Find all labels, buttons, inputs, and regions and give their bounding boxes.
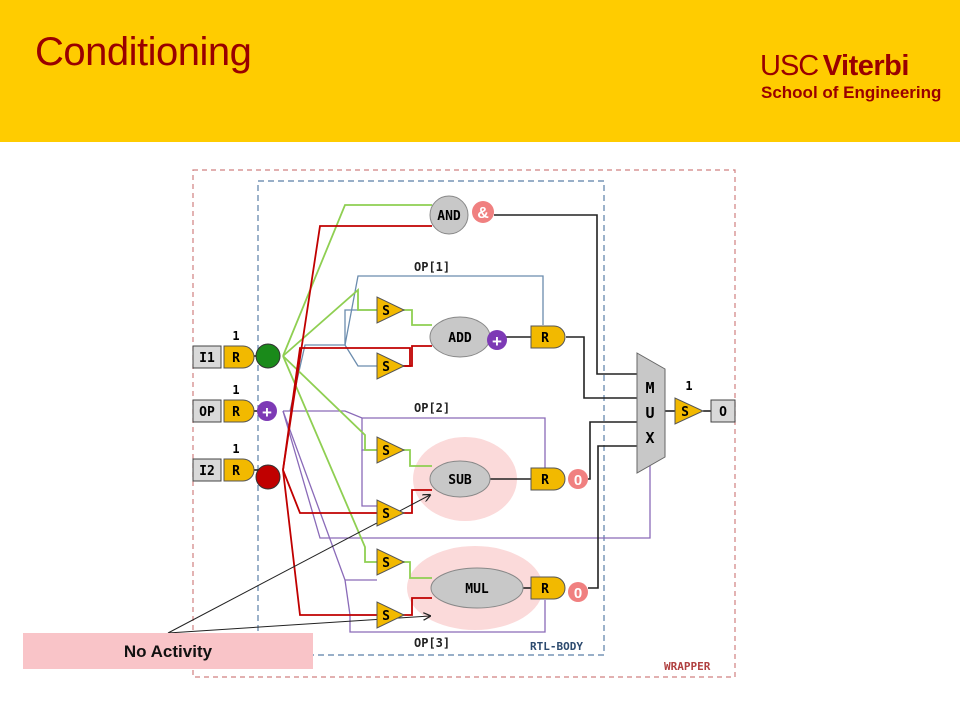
sample-mul-b: S bbox=[376, 601, 406, 629]
count-op: 1 bbox=[232, 383, 239, 397]
op3-label: OP[3] bbox=[414, 636, 450, 650]
svg-text:S: S bbox=[382, 360, 390, 375]
rtl-body-label: RTL-BODY bbox=[530, 640, 583, 653]
input-block-op: OP R 1 bbox=[192, 383, 255, 423]
mux-u: U bbox=[645, 404, 654, 422]
op1-label: OP[1] bbox=[414, 260, 450, 274]
sub-unit: SUB bbox=[429, 460, 491, 498]
mux: M U X bbox=[636, 352, 666, 474]
count-i2: 1 bbox=[232, 442, 239, 456]
sample-sub-b: S bbox=[376, 499, 406, 527]
mux-m: M bbox=[645, 379, 654, 397]
badge-plus-op-text: + bbox=[262, 403, 272, 422]
badge-plus-op bbox=[257, 401, 277, 421]
op2-label: OP[2] bbox=[414, 401, 450, 415]
header-bar: Conditioning USC Viterbi School of Engin… bbox=[0, 0, 960, 142]
slide-title: Conditioning bbox=[35, 30, 252, 74]
sample-mul-a: S bbox=[376, 548, 406, 576]
status-dot-red bbox=[255, 464, 281, 490]
register-mul: R bbox=[530, 576, 566, 600]
sub-label: SUB bbox=[448, 473, 472, 488]
svg-text:S: S bbox=[681, 405, 689, 420]
sample-sub-a: S bbox=[376, 436, 406, 464]
usc-viterbi-logo: USC Viterbi School of Engineering bbox=[760, 50, 941, 110]
svg-text:R: R bbox=[541, 331, 549, 346]
svg-text:S: S bbox=[382, 507, 390, 522]
logo-usc: USC bbox=[760, 50, 819, 82]
status-dot-green bbox=[255, 343, 281, 369]
register-op bbox=[223, 399, 255, 423]
register-label-i2: R bbox=[232, 464, 240, 479]
logo-viterbi: Viterbi bbox=[822, 50, 910, 82]
input-label-op: OP bbox=[199, 405, 215, 420]
input-block-i2: I2 R 1 bbox=[192, 442, 255, 482]
register-i2 bbox=[223, 458, 255, 482]
svg-text:S: S bbox=[382, 304, 390, 319]
output-count: 1 bbox=[685, 379, 692, 393]
sample-output: S bbox=[674, 397, 705, 425]
output-label: O bbox=[719, 405, 727, 420]
i2-wires bbox=[282, 225, 432, 616]
sample-add-a: S bbox=[376, 296, 406, 324]
no-activity-callout: No Activity bbox=[23, 633, 313, 669]
badge-plus-add bbox=[487, 330, 507, 350]
wrapper-label: WRAPPER bbox=[664, 660, 711, 673]
register-label-i1: R bbox=[232, 351, 240, 366]
badge-plus-add-text: + bbox=[492, 332, 502, 351]
mux-x: X bbox=[645, 429, 654, 447]
count-i1: 1 bbox=[232, 329, 239, 343]
svg-text:S: S bbox=[382, 609, 390, 624]
sample-add-b: S bbox=[376, 352, 406, 380]
and-label: AND bbox=[437, 209, 461, 224]
svg-text:R: R bbox=[541, 582, 549, 597]
mul-unit: MUL bbox=[430, 567, 524, 609]
and-unit: AND bbox=[429, 195, 469, 235]
badge-and bbox=[472, 201, 494, 223]
input-label-i2: I2 bbox=[199, 464, 215, 479]
no-activity-text: No Activity bbox=[123, 642, 213, 661]
add-label: ADD bbox=[448, 331, 472, 346]
svg-text:S: S bbox=[382, 444, 390, 459]
badge-zero-sub-text: 0 bbox=[574, 472, 582, 489]
svg-text:R: R bbox=[541, 473, 549, 488]
wrapper-box bbox=[192, 169, 736, 678]
output-block bbox=[710, 399, 736, 423]
rtl-body-box bbox=[257, 180, 605, 656]
svg-text:S: S bbox=[382, 556, 390, 571]
input-label-i1: I1 bbox=[199, 351, 215, 366]
badge-zero-mul bbox=[568, 582, 588, 602]
op-wires-purple bbox=[282, 410, 651, 633]
register-label-op: R bbox=[232, 405, 240, 420]
input-block-i1: I1 R 1 bbox=[192, 329, 255, 369]
logo-school: School of Engineering bbox=[761, 83, 942, 102]
mul-label: MUL bbox=[465, 582, 489, 597]
register-add: R bbox=[530, 325, 566, 349]
badge-zero-sub bbox=[568, 469, 588, 489]
badge-and-text: & bbox=[477, 205, 489, 222]
add-unit: ADD bbox=[429, 316, 491, 358]
register-i1 bbox=[223, 345, 255, 369]
datapath-wires bbox=[251, 214, 711, 589]
register-sub: R bbox=[530, 467, 566, 491]
i1-wires bbox=[282, 204, 432, 579]
badge-zero-mul-text: 0 bbox=[574, 585, 582, 602]
